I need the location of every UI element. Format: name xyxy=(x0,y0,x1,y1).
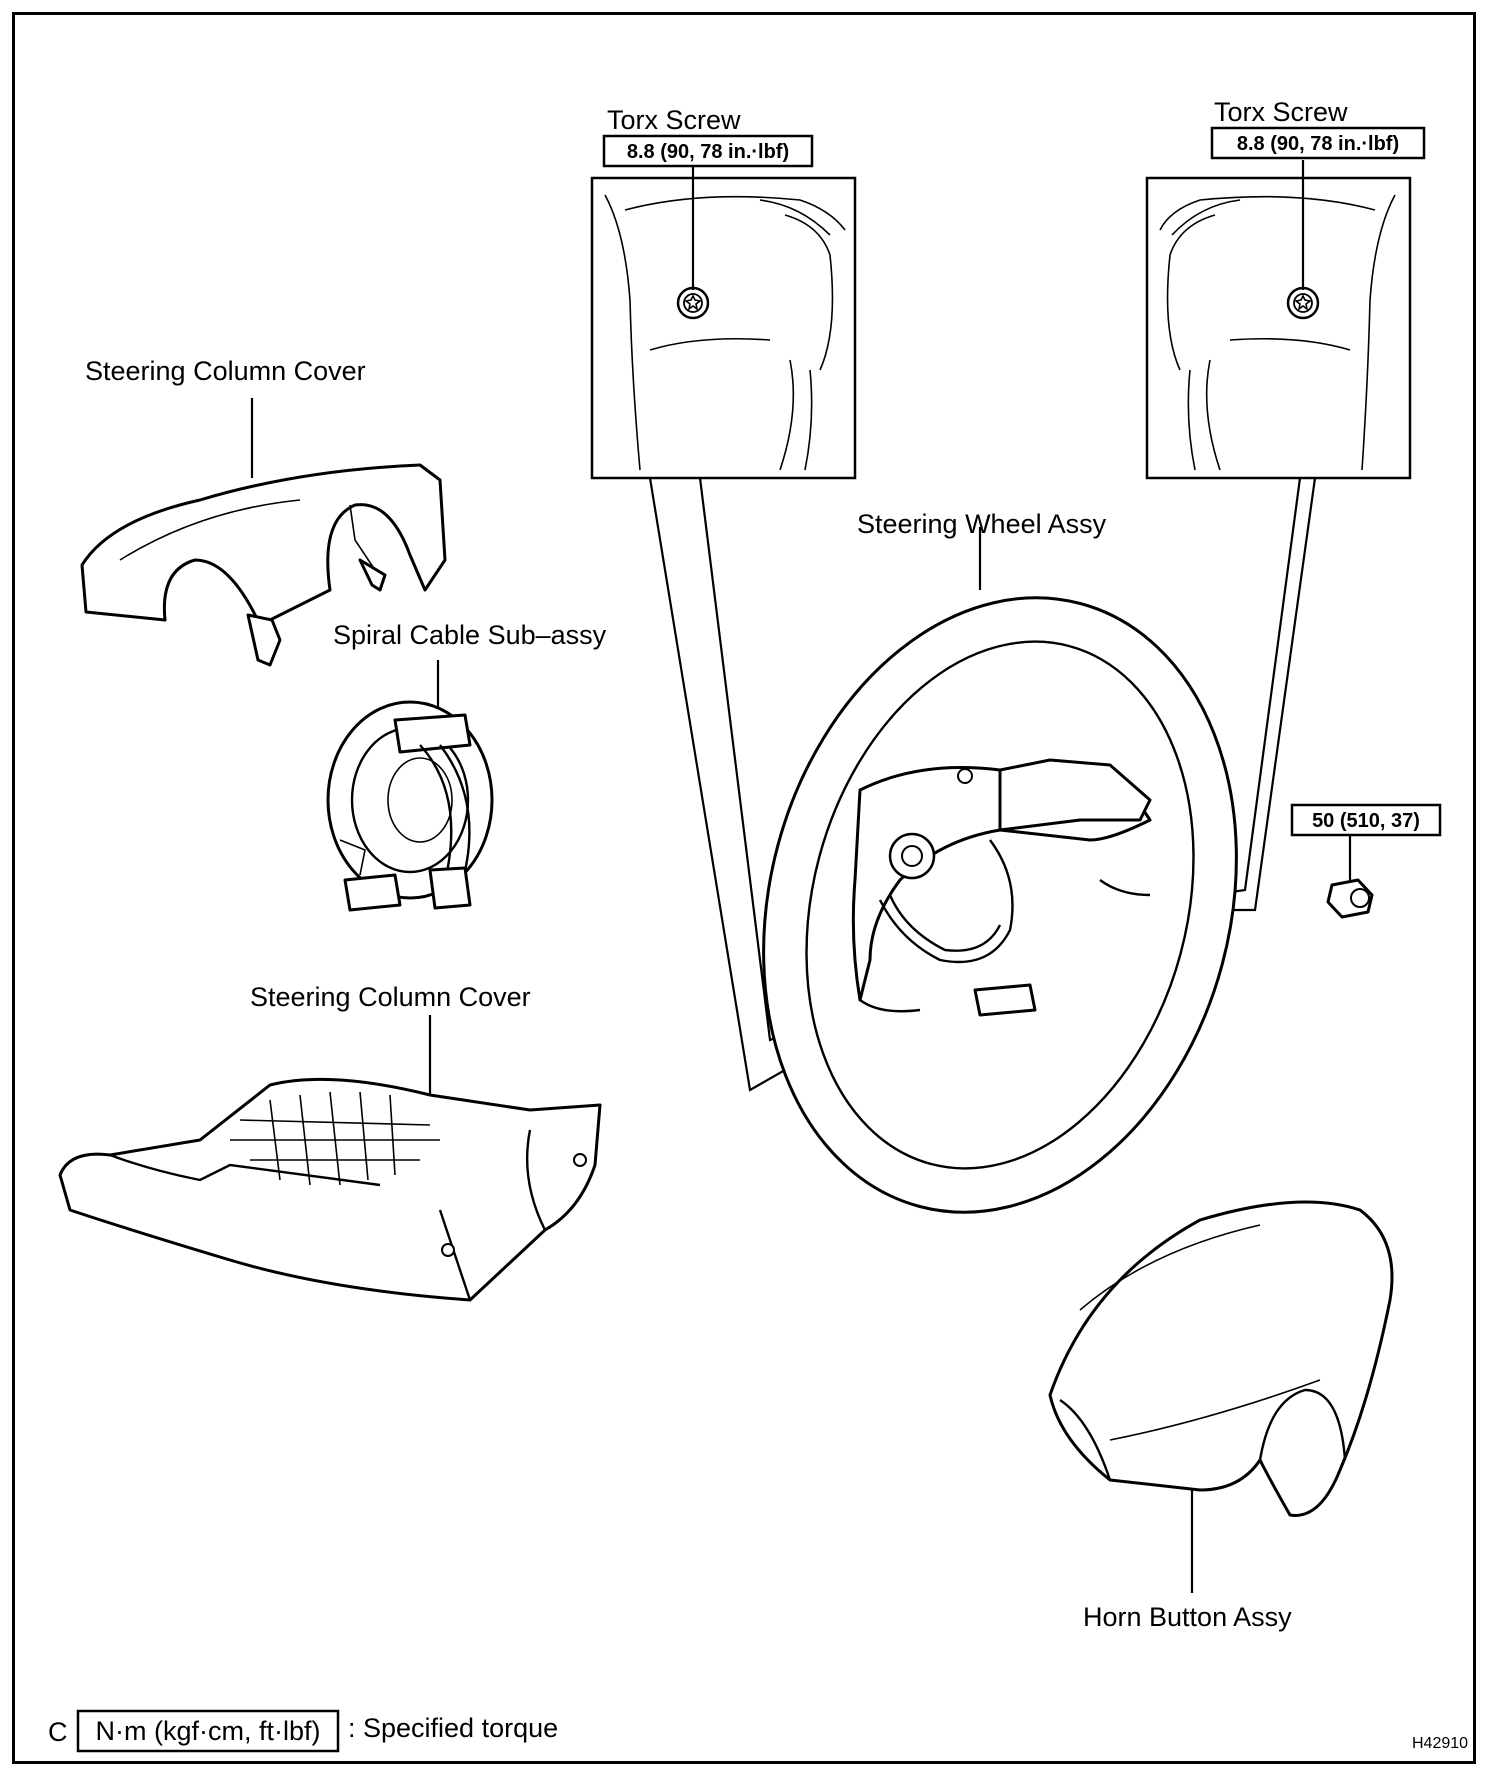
diagram-frame xyxy=(12,12,1476,1764)
steering-wheel-label: Steering Wheel Assy xyxy=(857,509,1107,539)
horn-button-label: Horn Button Assy xyxy=(1083,1602,1292,1632)
torque-value-left: 8.8 (90, 78 in.·lbf) xyxy=(627,141,789,163)
legend-prefix: C xyxy=(48,1717,68,1747)
column-cover-lower-label: Steering Column Cover xyxy=(250,982,531,1012)
column-cover-lower-part xyxy=(58,1077,602,1302)
torx-inset-left xyxy=(590,176,857,480)
torx-screw-label-right: Torx Screw xyxy=(1214,97,1348,127)
torx-screw-icon-right xyxy=(1286,286,1320,320)
torque-value-nut: 50 (510, 37) xyxy=(1312,810,1420,832)
spiral-cable-label: Spiral Cable Sub–assy xyxy=(333,620,607,650)
legend-unit-box: N·m (kgf·cm, ft·lbf) xyxy=(96,1716,321,1746)
torx-screw-label-left: Torx Screw xyxy=(607,105,741,135)
steering-wheel-part xyxy=(762,596,1238,1214)
torque-box-right: 8.8 (90, 78 in.·lbf) xyxy=(1210,126,1426,160)
torx-screw-icon-left xyxy=(676,286,710,320)
legend-meaning: : Specified torque xyxy=(348,1713,558,1743)
figure-code: H42910 xyxy=(1412,1735,1468,1752)
torque-box-left: 8.8 (90, 78 in.·lbf) xyxy=(602,134,814,168)
column-cover-upper-label: Steering Column Cover xyxy=(85,356,366,386)
torque-box-nut: 50 (510, 37) xyxy=(1290,803,1442,837)
spiral-cable-part xyxy=(326,700,494,912)
nut-icon xyxy=(1326,878,1374,919)
torque-value-right: 8.8 (90, 78 in.·lbf) xyxy=(1237,133,1399,155)
torque-legend: C N·m (kgf·cm, ft·lbf) : Specified torqu… xyxy=(48,1709,558,1753)
horn-button-part xyxy=(1048,1200,1394,1517)
column-cover-upper-part xyxy=(80,463,447,667)
torx-inset-right xyxy=(1145,176,1412,480)
